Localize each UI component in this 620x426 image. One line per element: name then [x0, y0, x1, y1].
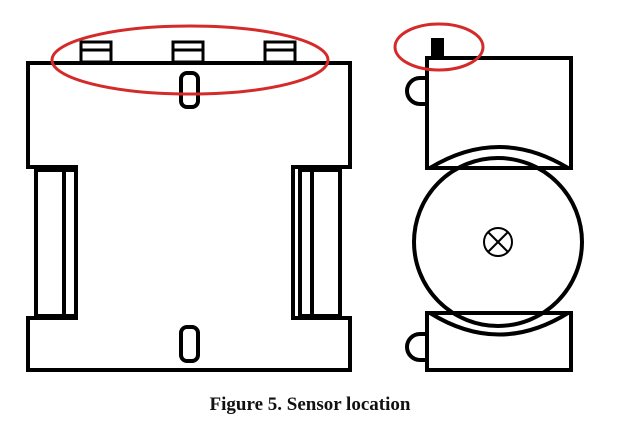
upper-side-tab: [405, 76, 427, 106]
sensor-right: [263, 40, 297, 64]
side-upper-body: [425, 56, 573, 170]
front-body-outline: [26, 61, 352, 372]
top-sensor-block: [431, 38, 444, 58]
upper-wheel-arch: [428, 145, 570, 170]
side-view: [405, 38, 584, 372]
top-mounting-slot: [179, 71, 200, 109]
sensor-location-diagram: [26, 22, 584, 372]
side-lower-body: [425, 311, 573, 372]
left-side-bracket: [34, 168, 78, 318]
side-sensor-highlight: [393, 22, 485, 72]
figure-caption: Figure 5. Sensor location: [209, 394, 411, 415]
front-view: [26, 40, 352, 372]
sensor-highlights: [50, 22, 485, 96]
sensor-center: [171, 40, 205, 64]
lower-side-tab: [405, 332, 427, 362]
front-sensors-highlight: [50, 24, 330, 96]
bottom-mounting-slot: [179, 325, 200, 363]
ultrasonic-sensors: [79, 40, 297, 64]
right-side-bracket: [298, 168, 342, 318]
wheel: [412, 156, 584, 328]
lower-wheel-arch: [428, 311, 570, 337]
circle-cross-icon: [483, 227, 513, 257]
sensor-left: [79, 40, 113, 64]
